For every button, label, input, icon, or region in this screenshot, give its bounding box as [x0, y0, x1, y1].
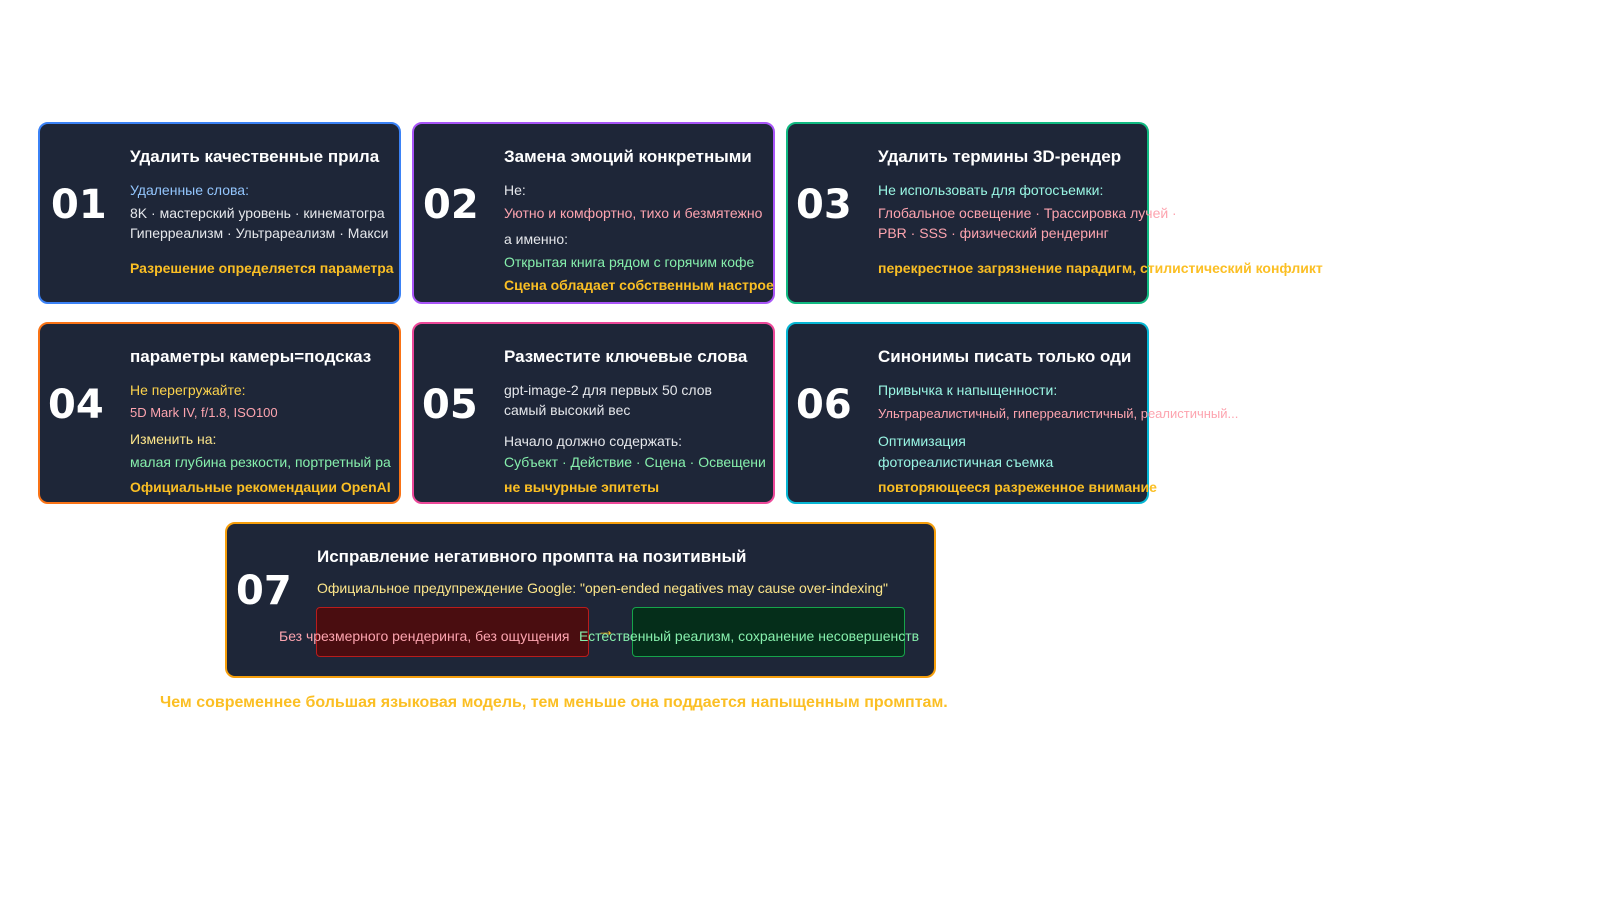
positive-prompt-text: Естественный реализм, сохранение несовер…: [579, 628, 920, 644]
card-note: перекрестное загрязнение парадигм, стили…: [878, 260, 1323, 276]
card-text: самый высокий вес: [504, 402, 631, 418]
card-text: gpt-image-2 для первых 50 слов: [504, 382, 712, 398]
card-05: 05 Разместите ключевые слова gpt-image-2…: [412, 322, 775, 504]
footer-note: Чем современнее большая языковая модель,…: [160, 694, 948, 711]
card-note: Официальные рекомендации OpenAI: [130, 479, 391, 495]
card-number: 03: [796, 182, 852, 228]
card-number: 07: [236, 568, 292, 614]
card-note: не вычурные эпитеты: [504, 479, 660, 495]
card-note: Разрешение определяется параметра: [130, 260, 394, 276]
card-title: Замена эмоций конкретными: [504, 147, 752, 166]
card-title: Разместите ключевые слова: [504, 347, 748, 366]
card-text: Открытая книга рядом с горячим кофе: [504, 254, 755, 270]
card-text: Гиперреализм · Ультрареализм · Макси: [130, 225, 389, 241]
card-title: Синонимы писать только оди: [878, 347, 1132, 366]
card-03: 03 Удалить термины 3D-рендер Не использо…: [786, 122, 1323, 304]
card-number: 01: [51, 182, 107, 228]
card-label: Официальное предупреждение Google: "open…: [317, 580, 889, 596]
card-label: Не перегружайте:: [130, 382, 246, 398]
card-text: 5D Mark IV, f/1.8, ISO100: [130, 405, 278, 420]
card-title: Удалить качественные прила: [130, 147, 380, 166]
card-01: 01 Удалить качественные прила Удаленные …: [38, 122, 401, 304]
card-label: Привычка к напыщенности:: [878, 382, 1058, 398]
arrow-icon: →: [597, 620, 615, 640]
card-label: Не использовать для фотосъемки:: [878, 182, 1104, 198]
card-title: Исправление негативного промпта на позит…: [317, 547, 747, 566]
card-text: Уютно и комфортно, тихо и безмятежно: [504, 205, 763, 221]
negative-prompt-text: Без чрезмерного рендеринга, без ощущения: [279, 628, 570, 644]
card-text: малая глубина резкости, портретный ра: [130, 454, 391, 470]
card-number: 05: [422, 382, 478, 428]
card-02: 02 Замена эмоций конкретными Не: Уютно и…: [412, 122, 775, 304]
card-text: фотореалистичная съемка: [878, 454, 1054, 470]
card-text: 8K · мастерский уровень · кинематогра: [130, 205, 385, 221]
card-label: Начало должно содержать:: [504, 433, 683, 449]
card-07: 07 Исправление негативного промпта на по…: [225, 522, 936, 678]
card-label: Удаленные слова:: [130, 182, 249, 198]
card-note: повторяющееся разреженное внимание: [878, 479, 1157, 495]
card-text: Субъект · Действие · Сцена · Освещени: [504, 454, 766, 470]
card-text: Ультрареалистичный, гиперреалистичный, р…: [878, 406, 1239, 421]
card-note: Сцена обладает собственным настрое: [504, 277, 774, 293]
card-title: Удалить термины 3D-рендер: [878, 147, 1122, 166]
card-label: Не:: [504, 182, 526, 198]
card-06: 06 Синонимы писать только оди Привычка к…: [786, 322, 1238, 504]
card-number: 02: [423, 182, 479, 228]
card-number: 04: [48, 382, 104, 428]
card-label: Оптимизация: [878, 433, 966, 449]
card-text: PBR · SSS · физический рендеринг: [878, 225, 1109, 241]
card-04: 04 параметры камеры=подсказ Не перегружа…: [38, 322, 401, 504]
negative-prompt-box: [316, 607, 589, 657]
card-number: 06: [796, 382, 852, 428]
card-text: Глобальное освещение · Трассировка лучей…: [878, 205, 1177, 221]
card-label: а именно:: [504, 231, 569, 247]
positive-prompt-box: [632, 607, 905, 657]
card-title: параметры камеры=подсказ: [130, 347, 372, 366]
card-label: Изменить на:: [130, 431, 217, 447]
